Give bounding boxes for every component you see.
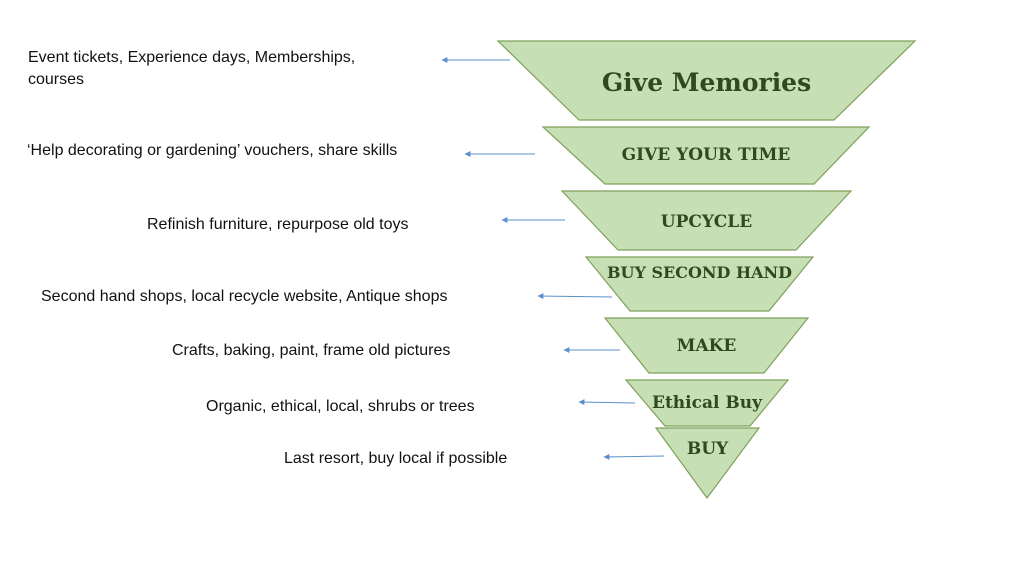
tier-buy-second-hand (584, 256, 815, 312)
tier-make (603, 317, 810, 374)
note-buy-second-hand: Second hand shops, local recycle website… (41, 288, 448, 305)
tier-label-ethical-buy: Ethical Buy (652, 393, 763, 413)
note-upcycle: Refinish furniture, repurpose old toys (147, 216, 409, 233)
note-ethical-buy: Organic, ethical, local, shrubs or trees (206, 398, 475, 415)
tier-give-your-time (541, 126, 871, 185)
tier-buy (654, 427, 761, 500)
note-make: Crafts, baking, paint, frame old picture… (172, 342, 451, 359)
note-give-memories: Event tickets, Experience days, Membersh… (28, 49, 356, 88)
tier-label-make: MAKE (677, 336, 737, 356)
tier-label-give-memories: Give Memories (602, 68, 811, 97)
note-give-your-time: ‘Help decorating or gardening’ vouchers,… (27, 142, 398, 159)
tier-label-buy-second-hand: BUY SECOND HAND (607, 263, 792, 282)
tier-label-buy: BUY (687, 439, 729, 459)
tier-upcycle (560, 190, 853, 251)
tier-label-upcycle: UPCYCLE (661, 212, 752, 232)
arrow-ethical-buy (578, 399, 636, 406)
tier-give-memories (496, 40, 917, 121)
tier-ethical-buy (624, 379, 790, 427)
arrow-buy (603, 453, 665, 460)
tier-label-give-your-time: GIVE YOUR TIME (622, 145, 791, 165)
arrow-buy-second-hand (537, 293, 613, 300)
note-buy: Last resort, buy local if possible (284, 450, 508, 467)
